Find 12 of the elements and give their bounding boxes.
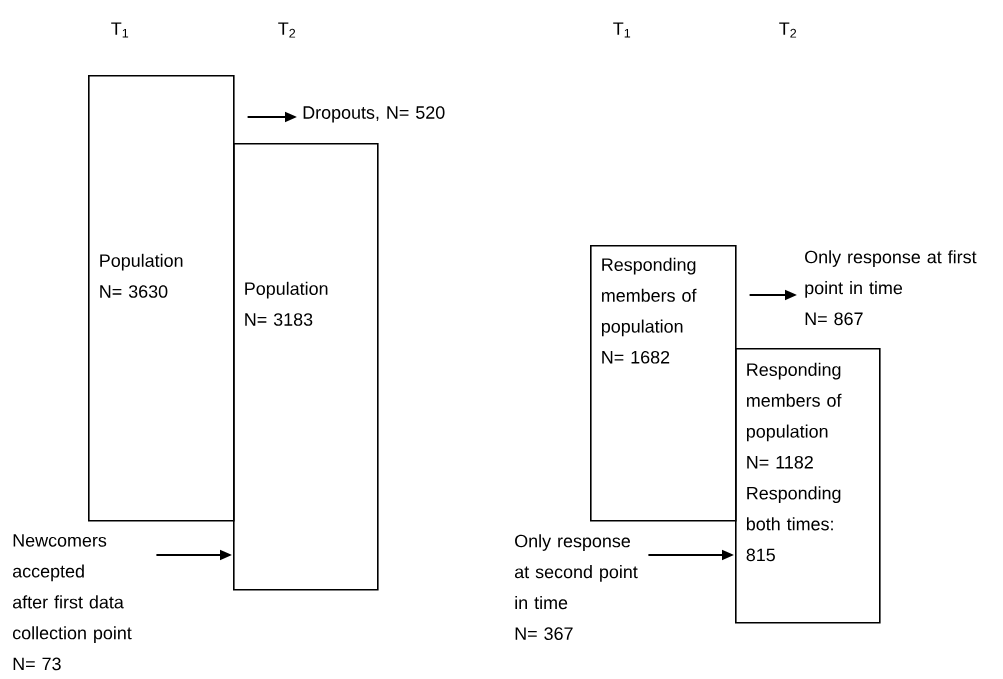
population-box: Population N= 3630 [88, 75, 235, 522]
time-point-label: T$_{1}$ [111, 22, 129, 38]
population-box: Population N= 3183 [233, 143, 379, 591]
time-point-label: T$_{1}$ [613, 22, 631, 38]
time-point-label: T$_{2}$ [278, 22, 296, 38]
flow-text: Dropouts, N= 520 [303, 106, 445, 123]
flow-text: Only response at first point in time N= 867 [805, 250, 977, 326]
flow-text: Newcomers accepted after first data collection point N= 73 [12, 534, 132, 671]
time-point-label: T$_{2}$ [779, 22, 797, 38]
population-box: Responding members of population N= 1682 [590, 245, 737, 522]
population-box: Responding members of population N= 1182 Responding both times: 815 [735, 348, 881, 624]
flow-text: Only response at second point in time N= 367 [514, 534, 638, 640]
